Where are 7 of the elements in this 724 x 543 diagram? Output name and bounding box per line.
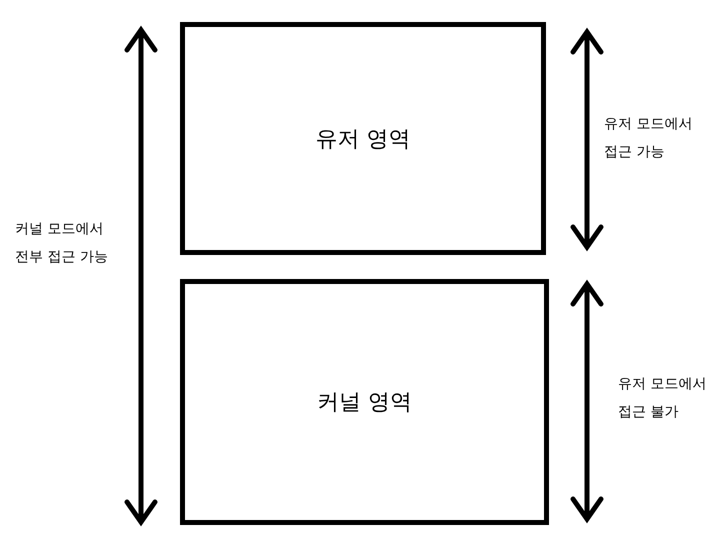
memory-region-box bbox=[180, 22, 546, 255]
region-title: 유저 영역 bbox=[316, 126, 410, 154]
range-label: 커널 모드에서 전부 접근 가능 bbox=[15, 220, 109, 267]
range-label: 유저 모드에서 접근 가능 bbox=[604, 115, 694, 162]
memory-region-box bbox=[180, 279, 549, 525]
region-title: 커널 영역 bbox=[317, 389, 412, 417]
range-label: 유저 모드에서 접근 불가 bbox=[618, 375, 708, 422]
